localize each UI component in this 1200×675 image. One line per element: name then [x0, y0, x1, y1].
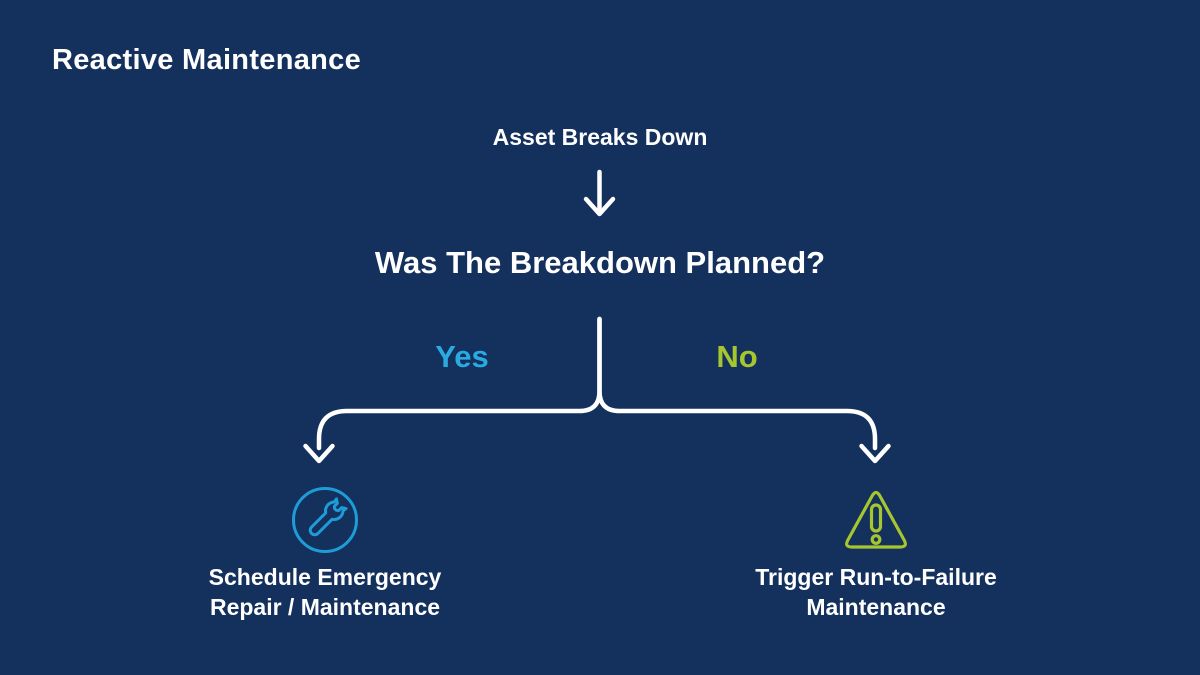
- outcome-no-label: Trigger Run-to-Failure Maintenance: [716, 562, 1036, 622]
- outcome-no-line2: Maintenance: [806, 594, 946, 620]
- branch-label-no: No: [716, 339, 758, 374]
- question-node: Was The Breakdown Planned?: [374, 245, 826, 280]
- warning-icon: [845, 490, 907, 549]
- outcome-no: Trigger Run-to-Failure Maintenance: [716, 486, 1036, 622]
- outcome-yes-line1: Schedule Emergency: [208, 564, 442, 590]
- outcome-yes-label: Schedule Emergency Repair / Maintenance: [165, 562, 485, 622]
- outcome-no-line1: Trigger Run-to-Failure: [755, 564, 997, 590]
- page-title: Reactive Maintenance: [52, 44, 362, 76]
- start-node: Asset Breaks Down: [492, 124, 708, 150]
- outcome-yes: Schedule Emergency Repair / Maintenance: [165, 486, 485, 622]
- wrench-icon: [292, 487, 358, 553]
- down-arrow: [583, 169, 616, 217]
- branch-label-yes: Yes: [435, 339, 489, 374]
- outcome-yes-line2: Repair / Maintenance: [209, 594, 441, 620]
